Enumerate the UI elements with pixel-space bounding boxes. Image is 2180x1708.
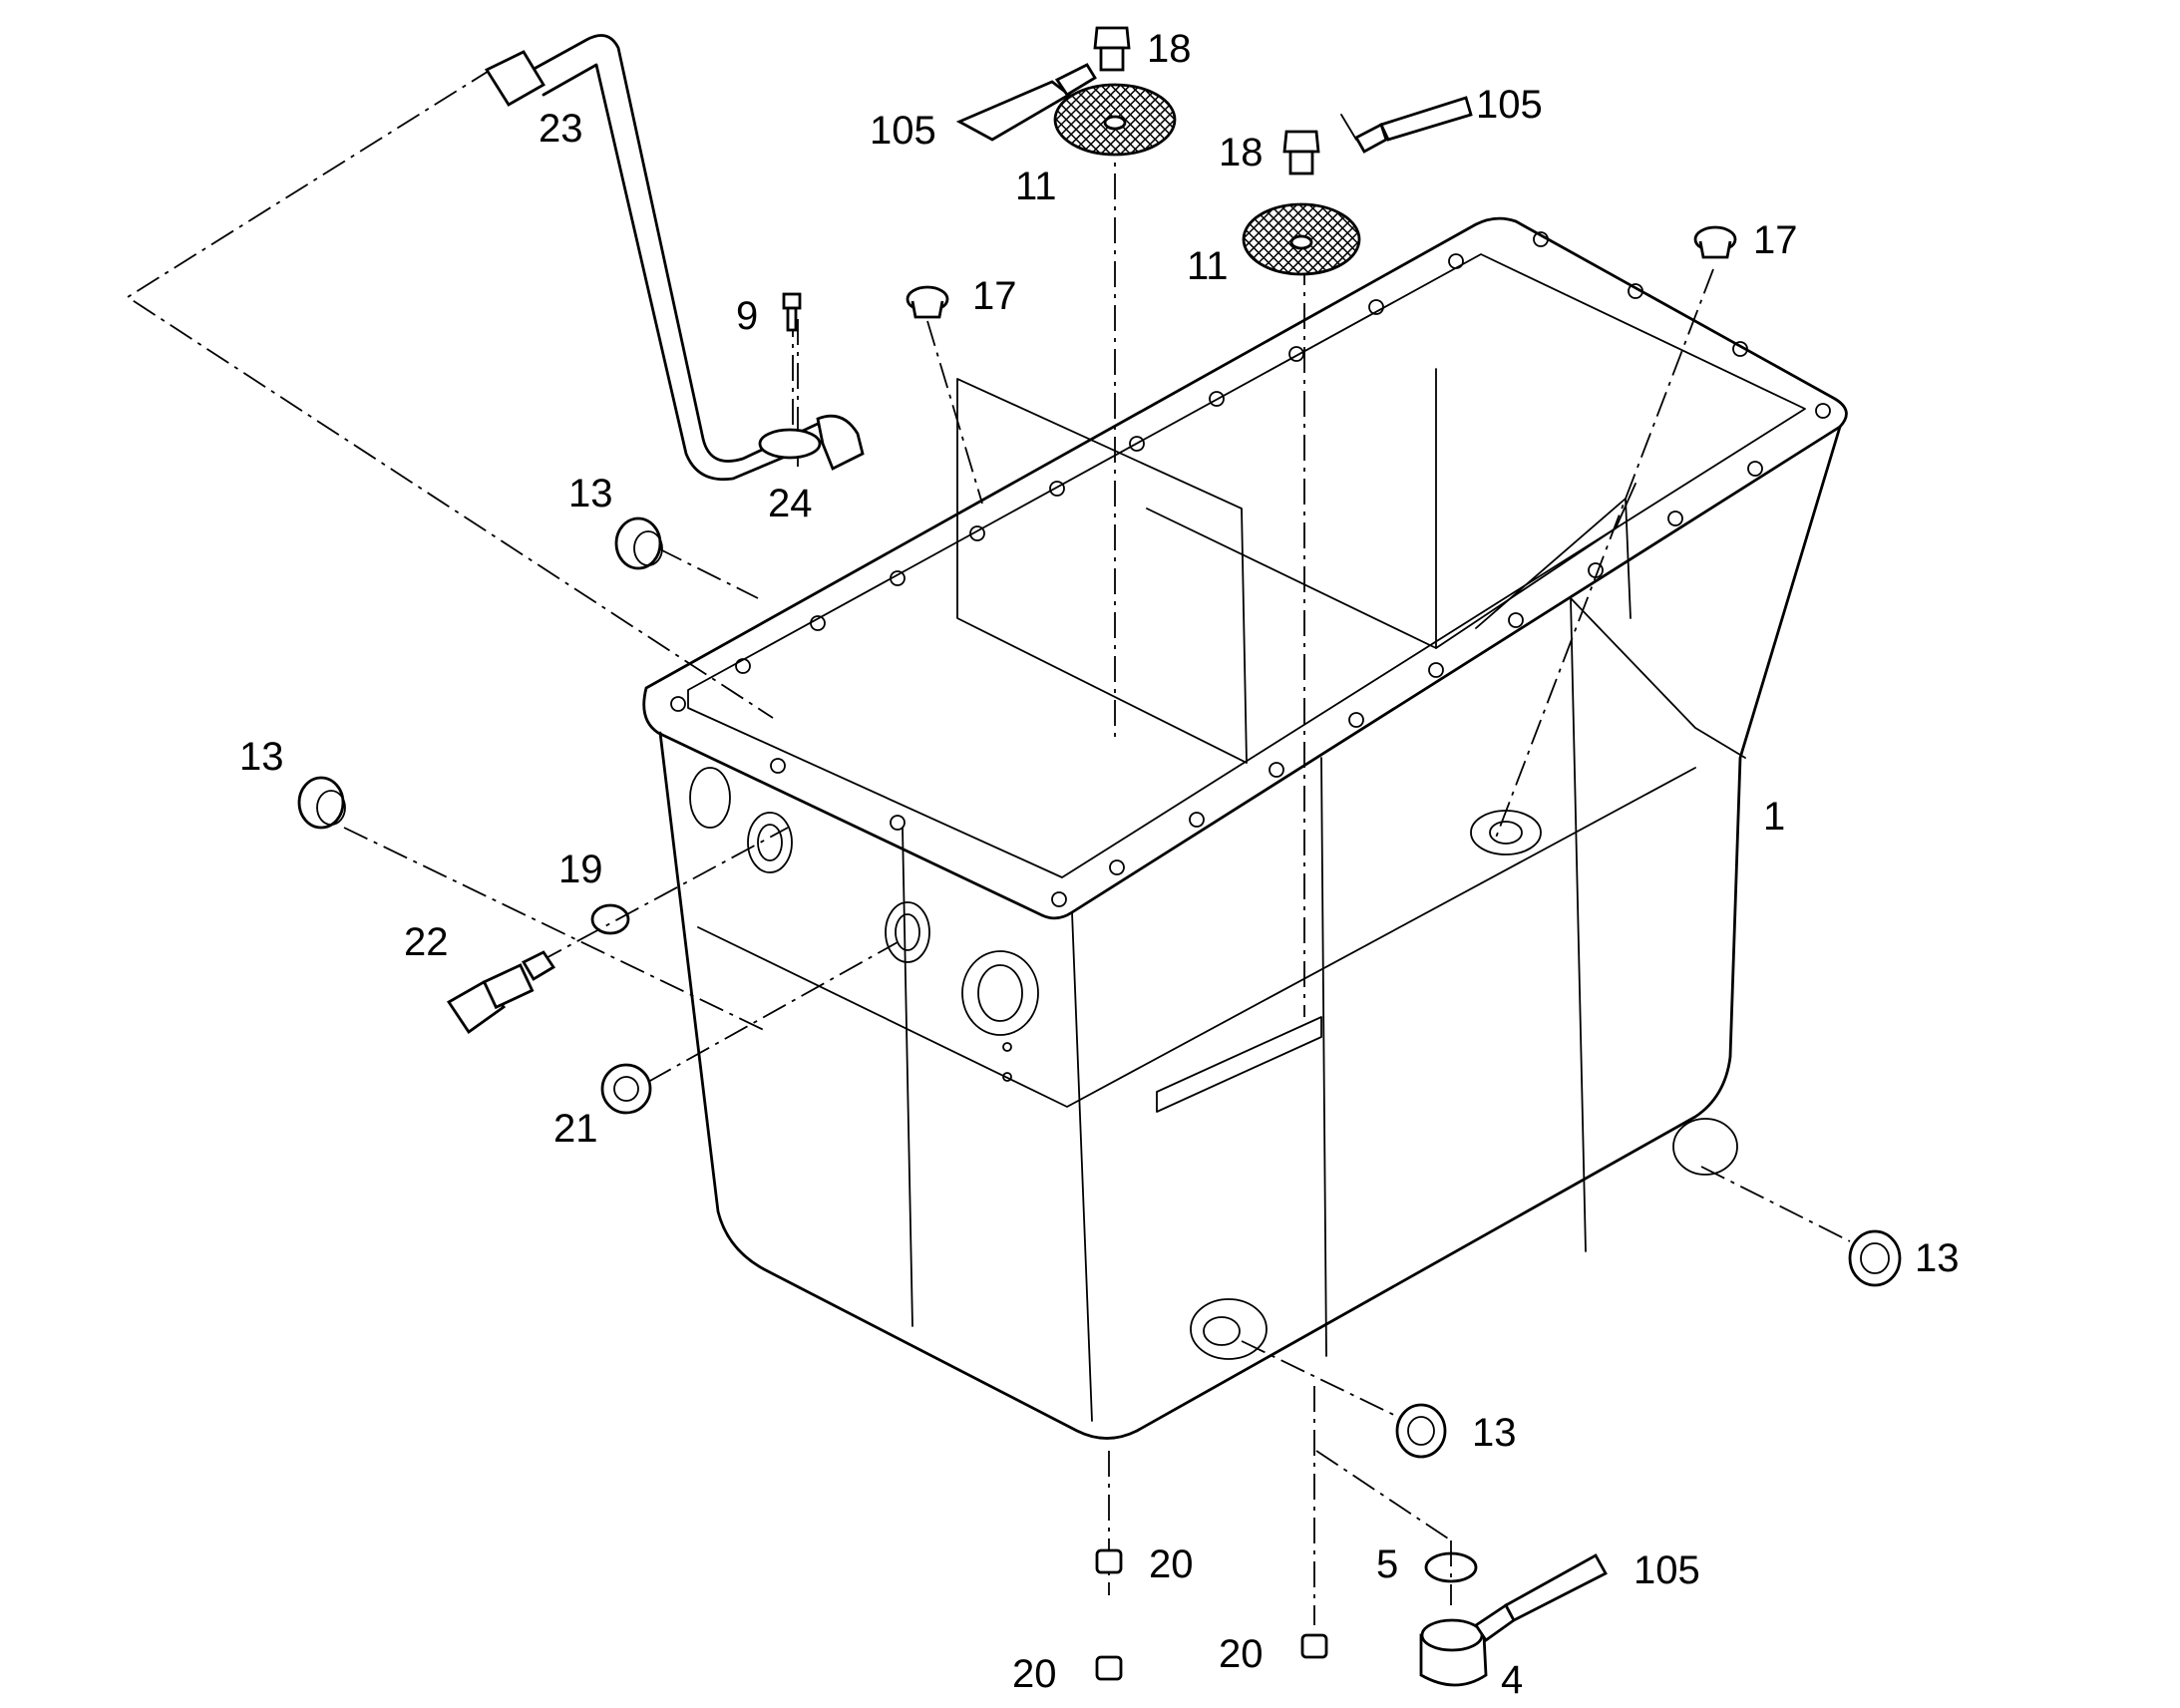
callout-13a: 13 — [568, 472, 613, 515]
sealant-tube-105-left — [955, 80, 1072, 142]
callout-22: 22 — [404, 920, 449, 964]
callout-20b: 20 — [1012, 1652, 1057, 1696]
plug-17-left — [906, 285, 949, 319]
callout-13c: 13 — [1915, 1236, 1960, 1280]
callout-13d: 13 — [1472, 1411, 1517, 1455]
leader-lines — [1340, 114, 1357, 141]
callout-23: 23 — [539, 107, 583, 151]
plug-13-upper-left — [614, 516, 663, 570]
callout-labels: 18 18 105 105 11 11 17 17 23 9 24 13 13 … — [239, 27, 1960, 1702]
plug-13-right — [1848, 1229, 1902, 1287]
sealant-tube-105-bottom — [1474, 1553, 1608, 1642]
bolt-18-right — [1282, 130, 1320, 154]
oil-pan-housing — [642, 216, 1848, 1440]
plug-20-lower-right — [1300, 1633, 1328, 1659]
plug-20-lower-left — [1095, 1655, 1123, 1681]
sealant-tube-105-right — [1379, 96, 1473, 142]
bolt-18-left — [1093, 26, 1131, 50]
oil-dipstick-tube — [484, 34, 865, 482]
o-ring-19 — [590, 903, 630, 935]
plug-17-right — [1693, 225, 1737, 259]
callout-13b: 13 — [239, 735, 284, 779]
plug-21 — [600, 1063, 652, 1115]
top-assembly-left — [955, 26, 1177, 157]
plug-13-lower — [1395, 1403, 1447, 1459]
callout-105a: 105 — [870, 109, 936, 153]
callout-11a: 11 — [1015, 165, 1057, 208]
bolt-9 — [782, 292, 802, 332]
assembly-lines — [126, 67, 1851, 1625]
callout-17a: 17 — [972, 274, 1017, 318]
sensor-22 — [447, 950, 555, 1034]
callout-9: 9 — [736, 294, 758, 338]
callout-105c: 105 — [1634, 1548, 1700, 1592]
callout-5: 5 — [1376, 1542, 1398, 1586]
callout-17b: 17 — [1753, 218, 1798, 262]
callout-20c: 20 — [1219, 1632, 1264, 1676]
plug-13-left — [297, 776, 346, 830]
callout-21: 21 — [553, 1107, 598, 1151]
callout-20a: 20 — [1149, 1542, 1194, 1586]
drain-plug-4 — [1419, 1618, 1488, 1687]
callout-19: 19 — [558, 848, 603, 891]
tube-bracket — [758, 428, 822, 460]
callout-18b: 18 — [1219, 131, 1264, 174]
plug-20-upper — [1095, 1548, 1123, 1574]
callout-24: 24 — [768, 482, 813, 525]
callout-11b: 11 — [1187, 244, 1229, 288]
callout-4: 4 — [1501, 1658, 1523, 1702]
callout-105b: 105 — [1476, 83, 1543, 127]
top-assembly-right — [1242, 96, 1473, 276]
flange-bolt-holes — [670, 231, 1831, 907]
callout-1: 1 — [1763, 795, 1785, 839]
o-ring-5 — [1424, 1551, 1478, 1583]
callout-18a: 18 — [1147, 27, 1192, 71]
